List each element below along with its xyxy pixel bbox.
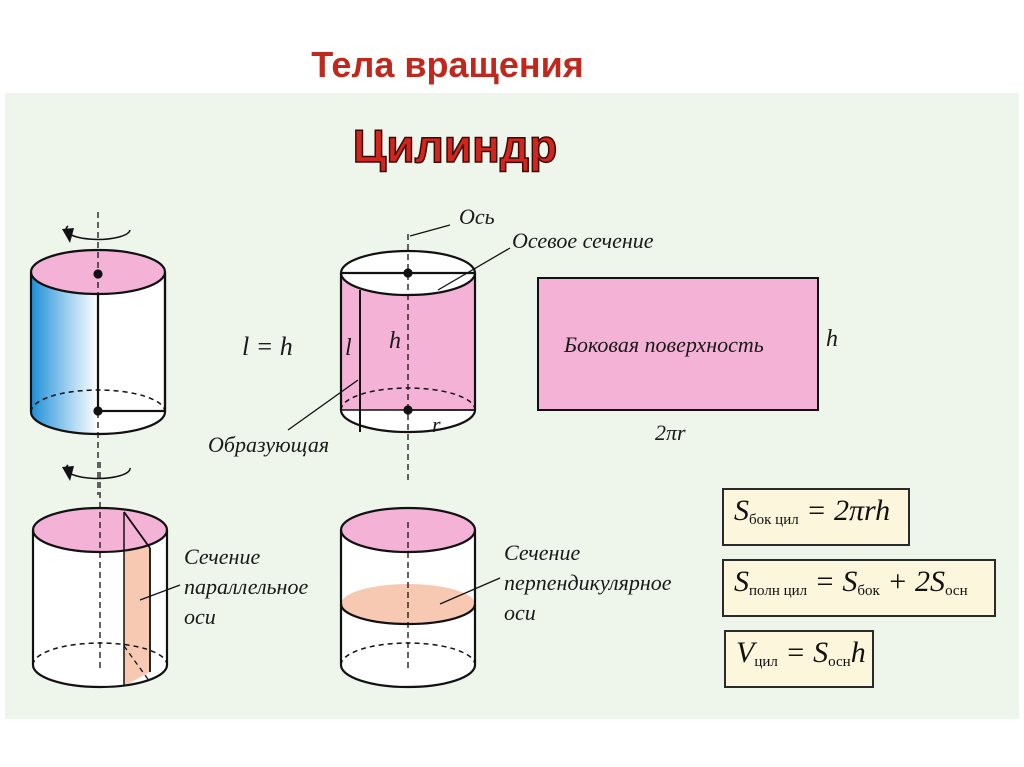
label-r: r <box>432 412 441 437</box>
formula-rhs: = S <box>807 565 858 598</box>
label-section-parallel-3: оси <box>184 604 216 629</box>
label-section-perpendicular-3: оси <box>504 600 536 625</box>
cylinder-parallel-section <box>31 462 181 689</box>
label-generatrix: Образующая <box>208 432 329 457</box>
formula-subscript: бок <box>857 583 880 599</box>
label-section-parallel-2: параллельное <box>184 574 308 599</box>
formula-full-area: Sполн цил = Sбок + 2Sосн <box>722 559 996 617</box>
cylinder-perpendicular-section <box>339 506 501 689</box>
label-axial-section: Осевое сечение <box>512 228 654 253</box>
formula-lateral-area: Sбок цил = 2πrh <box>722 488 910 546</box>
cylinder-rotation <box>29 212 167 495</box>
label-l: l <box>345 335 352 361</box>
label-lateral-surface: Боковая поверхность <box>563 332 764 357</box>
formula-subscript: осн <box>828 654 851 670</box>
lateral-surface-rect <box>537 277 819 411</box>
formula-rhs: h <box>850 636 866 669</box>
formula-subscript: полн цил <box>749 583 808 599</box>
section-title: Цилиндр <box>353 120 557 172</box>
formula-subscript: цил <box>754 654 778 670</box>
formula-rhs: + 2S <box>879 565 946 598</box>
label-rect-h: h <box>826 326 838 352</box>
label-section-perpendicular-1: Сечение <box>504 540 580 565</box>
label-l-eq-h: l = h <box>242 332 293 361</box>
label-section-parallel-1: Сечение <box>184 544 260 569</box>
formula-rhs: = S <box>777 636 829 669</box>
formula-symbol: V <box>736 636 755 669</box>
formula-symbol: S <box>734 494 749 527</box>
slide-title: Тела вращения <box>311 44 584 85</box>
formula-symbol: S <box>734 565 749 598</box>
label-two-pi-r: 2πr <box>655 420 686 445</box>
label-section-perpendicular-2: перпендикулярное <box>504 570 672 595</box>
formula-subscript: осн <box>945 583 968 599</box>
label-axis: Ось <box>459 204 495 229</box>
label-h: h <box>389 328 401 354</box>
cylinder-axial-section <box>287 224 511 482</box>
formula-subscript: бок цил <box>749 512 799 528</box>
formula-rhs: = 2πrh <box>798 494 891 527</box>
formula-volume: Vцил = Sоснh <box>724 630 874 688</box>
